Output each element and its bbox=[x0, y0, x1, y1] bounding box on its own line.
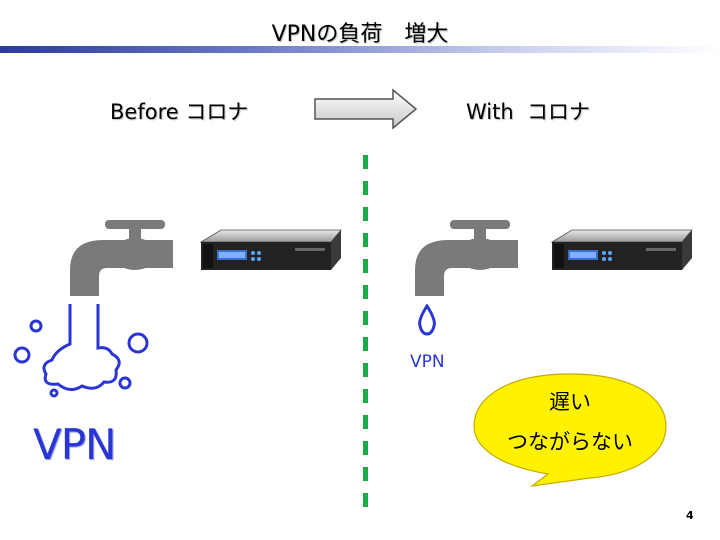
before-corona-label: Before コロナ bbox=[110, 100, 249, 124]
faucet-icon bbox=[70, 220, 173, 296]
page-number: 4 bbox=[686, 509, 694, 522]
water-splash-icon bbox=[13, 304, 149, 398]
dashed-divider bbox=[363, 155, 368, 507]
server-icon bbox=[550, 229, 693, 270]
with-corona-label: With コロナ bbox=[466, 100, 591, 124]
faucet-icon bbox=[415, 220, 518, 296]
vpn-label-large: VPN bbox=[33, 420, 116, 469]
arrow-right-icon bbox=[314, 88, 418, 130]
speech-bubble bbox=[473, 373, 667, 487]
vpn-label-small: VPN bbox=[410, 352, 445, 372]
slide-title: VPNの負荷 増大 bbox=[271, 22, 449, 47]
title-underline-bar bbox=[0, 46, 720, 53]
bubble-text-slow: 遅い bbox=[549, 390, 591, 414]
server-icon bbox=[199, 229, 342, 270]
water-drop-icon bbox=[418, 304, 436, 336]
bubble-text-no-connect: つながらない bbox=[507, 430, 633, 454]
